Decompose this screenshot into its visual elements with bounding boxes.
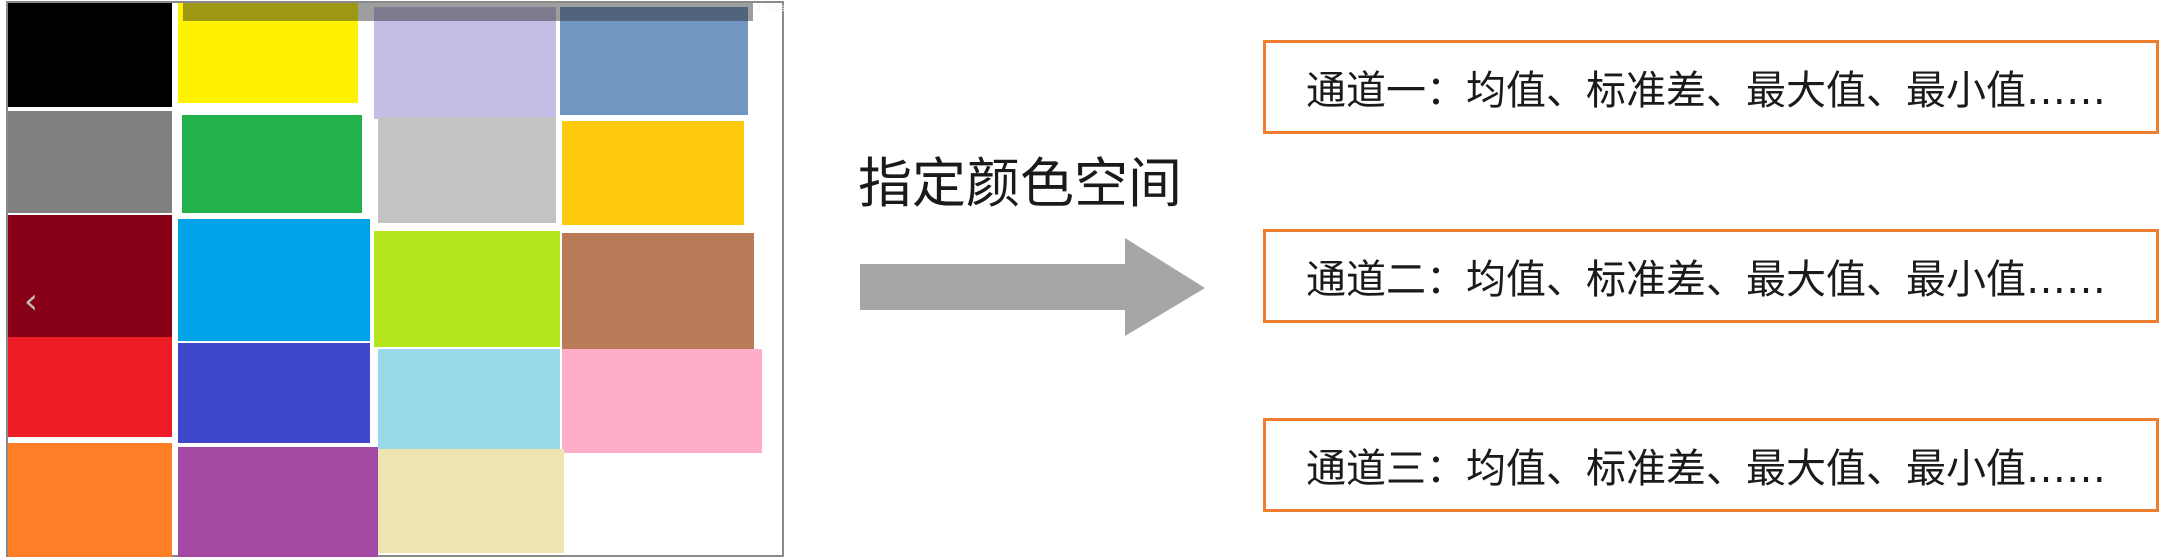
channel-box-1: 通道一：均值、标准差、最大值、最小值…… <box>1263 40 2159 134</box>
swatch-light-gray <box>378 117 556 223</box>
chevron-left-icon[interactable]: ‹ <box>23 281 39 322</box>
transform-label: 指定颜色空间 <box>858 152 1182 215</box>
channel-box-3: 通道三：均值、标准差、最大值、最小值…… <box>1263 418 2159 512</box>
channel-text-2: 通道二：均值、标准差、最大值、最小值…… <box>1306 257 2106 303</box>
swatch-steel-blue <box>560 7 748 115</box>
swatch-light-blue <box>378 349 560 449</box>
swatch-red <box>8 337 172 437</box>
swatch-brown <box>562 233 754 351</box>
channel-text-3: 通道三：均值、标准差、最大值、最小值…… <box>1306 446 2106 492</box>
swatch-black <box>8 3 172 107</box>
swatch-beige <box>378 449 564 553</box>
channel-box-2: 通道二：均值、标准差、最大值、最小值…… <box>1263 229 2159 323</box>
right-arrow-icon <box>860 238 1205 336</box>
swatch-orange <box>8 443 172 557</box>
swatch-pink <box>562 349 762 453</box>
image-top-strip <box>183 3 753 21</box>
swatch-purple <box>178 447 378 557</box>
swatch-dark-red <box>8 215 172 337</box>
swatch-gold <box>562 121 744 225</box>
corner-label: 1·%ss <box>756 3 786 14</box>
swatch-indigo <box>178 343 370 443</box>
swatch-lavender <box>374 7 556 119</box>
swatch-lime <box>374 231 560 347</box>
swatch-green <box>182 115 362 213</box>
swatch-sky-blue <box>178 219 370 341</box>
channel-text-1: 通道一：均值、标准差、最大值、最小值…… <box>1306 68 2106 114</box>
swatch-yellow <box>178 3 358 103</box>
color-swatch-image: 1·%ss ‹ <box>6 1 786 557</box>
swatch-gray <box>8 111 172 213</box>
